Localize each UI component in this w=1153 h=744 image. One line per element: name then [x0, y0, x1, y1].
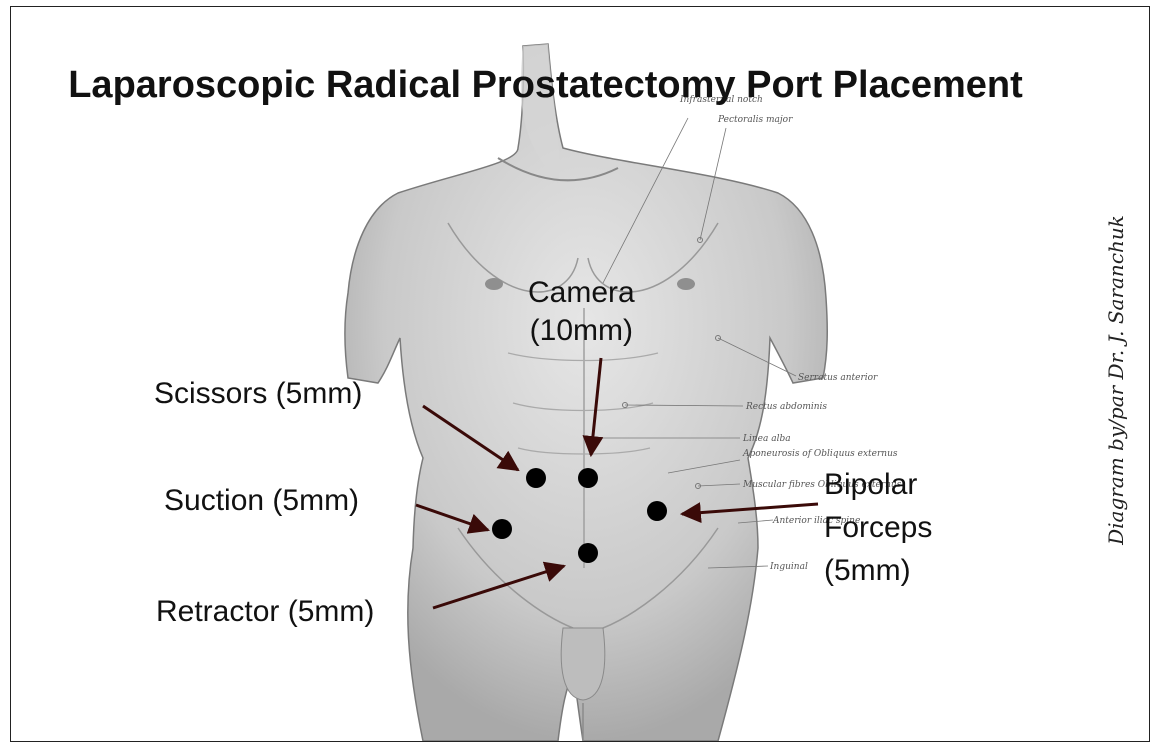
torso-illustration: Infrasternal notch Pectoralis major Serr…: [18, 8, 1073, 741]
diagram-slide: Infrasternal notch Pectoralis major Serr…: [18, 8, 1073, 741]
port-marker-scissors: [526, 468, 546, 488]
port-marker-suction: [492, 519, 512, 539]
port-marker-retractor: [578, 543, 598, 563]
scissors-label: Scissors (5mm): [154, 376, 362, 412]
anatomy-label-serratus: Serratus anterior: [798, 373, 878, 383]
camera-label: Camera (10mm): [528, 274, 635, 350]
anatomy-label-linea: Linea alba: [742, 434, 791, 444]
diagram-title: Laparoscopic Radical Prostatectomy Port …: [18, 60, 1073, 110]
anatomy-label-inguinal: Inguinal: [769, 562, 808, 572]
anatomy-label-aponeurosis: Aponeurosis of Obliquus externus: [742, 449, 898, 459]
credit-text: Diagram by/par Dr. J. Saranchuk: [1104, 215, 1128, 545]
anatomy-label-rectus: Rectus abdominis: [745, 402, 827, 412]
port-marker-bipolar: [647, 501, 667, 521]
retractor-label: Retractor (5mm): [156, 594, 374, 630]
port-marker-camera: [578, 468, 598, 488]
bipolar-forceps-label: Bipolar Forceps (5mm): [824, 463, 932, 592]
suction-label: Suction (5mm): [164, 483, 359, 519]
anatomy-label-pectoralis: Pectoralis major: [717, 115, 793, 125]
